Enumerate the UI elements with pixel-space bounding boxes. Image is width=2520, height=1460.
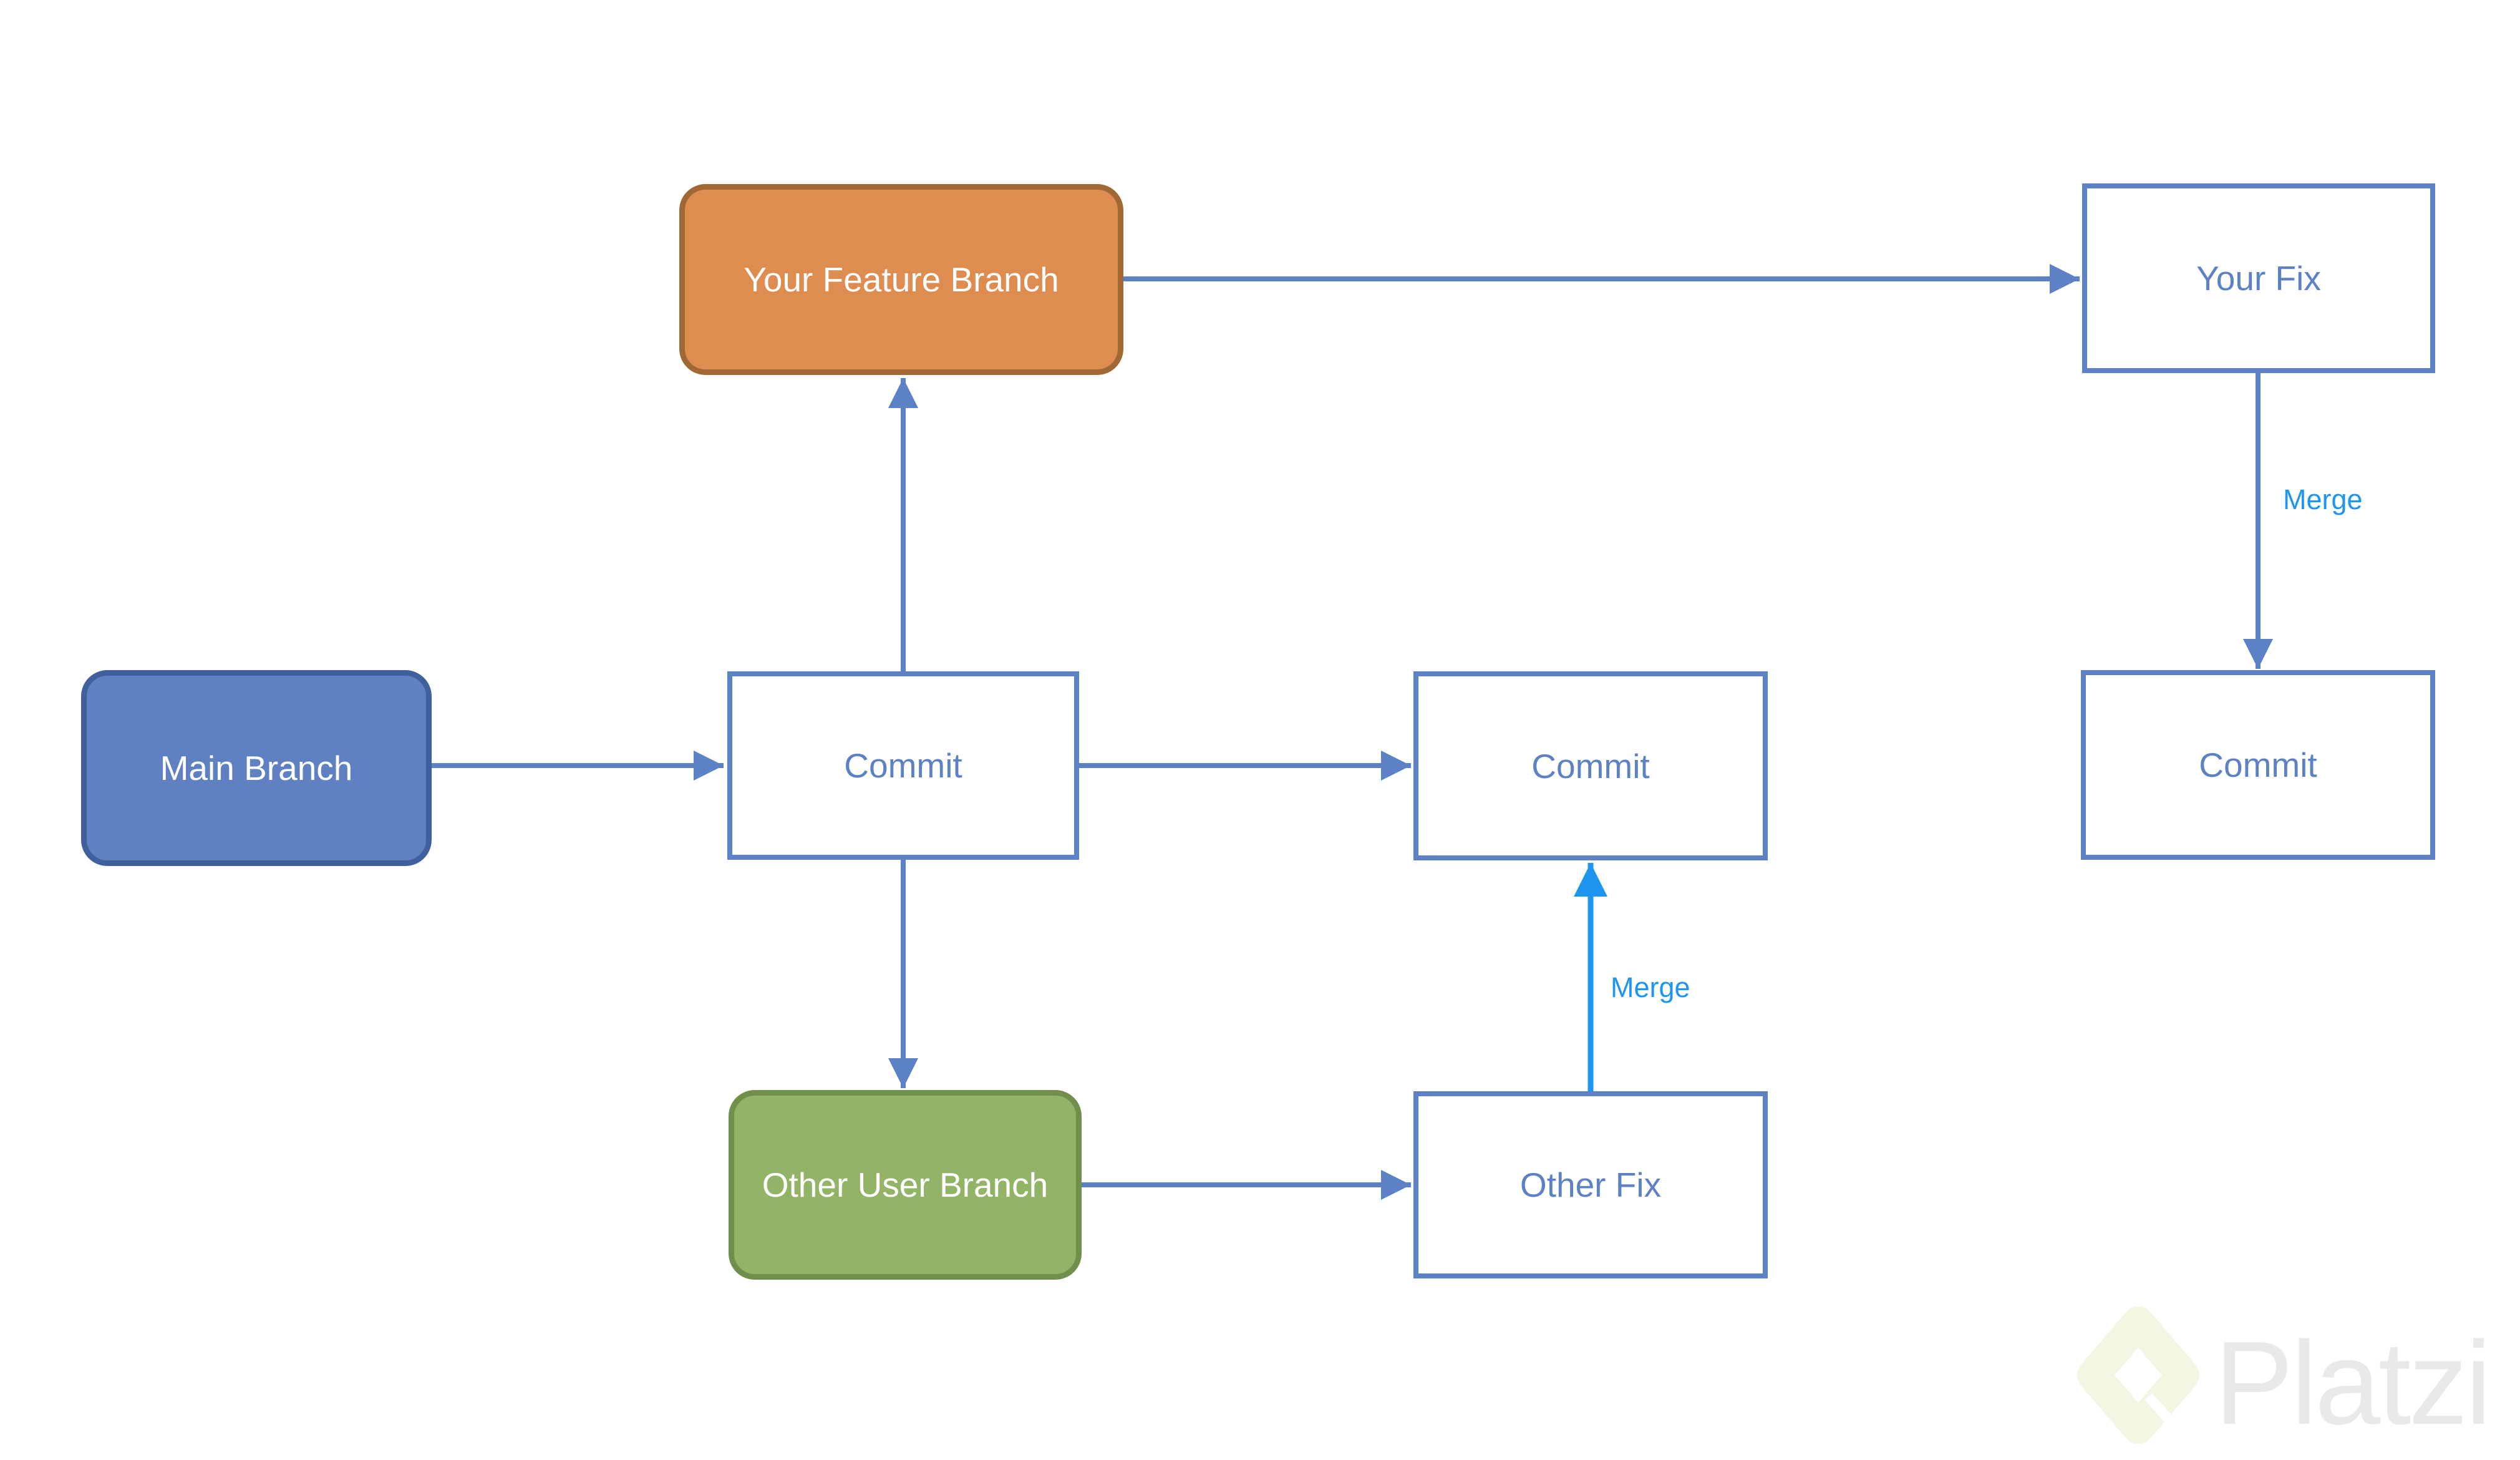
node-your-feature-branch: Your Feature Branch (679, 184, 1123, 375)
node-other-fix: Other Fix (1413, 1091, 1768, 1278)
edge-label-merge-other-fix: Merge (1611, 971, 1690, 1003)
node-your-feature-branch-label: Your Feature Branch (744, 260, 1059, 299)
node-your-fix-label: Your Fix (2196, 259, 2321, 298)
node-commit-3-label: Commit (2199, 746, 2317, 784)
platzi-watermark: Platzi (2075, 1302, 2520, 1460)
platzi-logo-icon (2077, 1307, 2199, 1444)
node-main-branch-label: Main Branch (160, 749, 353, 787)
node-commit-3: Commit (2081, 670, 2435, 860)
node-other-fix-label: Other Fix (1519, 1166, 1662, 1204)
node-commit-2: Commit (1413, 671, 1768, 860)
node-commit-2-label: Commit (1531, 746, 1650, 786)
node-other-user-branch-label: Other User Branch (762, 1166, 1049, 1204)
node-commit-1: Commit (727, 671, 1079, 860)
node-main-branch: Main Branch (81, 670, 432, 866)
platzi-watermark-text: Platzi (2214, 1317, 2492, 1449)
node-commit-1-label: Commit (844, 746, 962, 785)
edge-label-merge-your-fix: Merge (2283, 484, 2363, 515)
node-other-user-branch: Other User Branch (729, 1090, 1082, 1280)
node-your-fix: Your Fix (2082, 183, 2435, 373)
